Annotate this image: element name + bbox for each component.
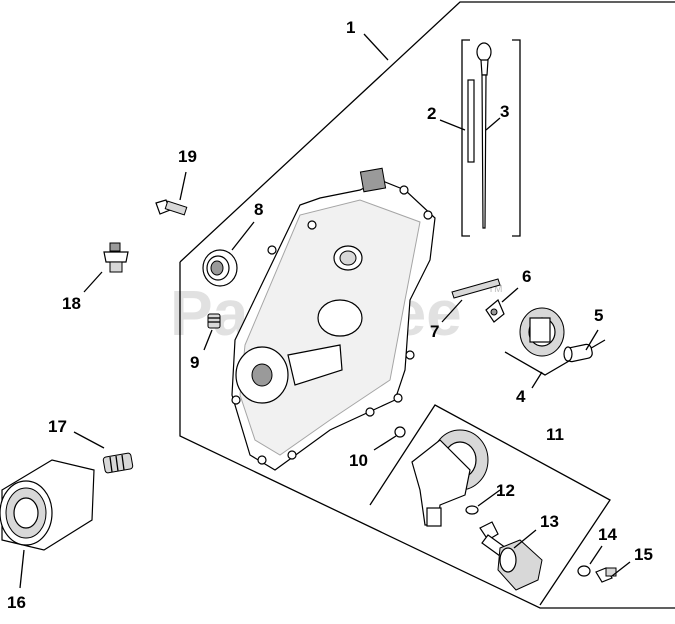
callout-15: 15	[634, 545, 653, 564]
leader-8	[231, 221, 255, 251]
callout-16: 16	[7, 593, 26, 612]
leader-17	[73, 431, 105, 449]
leader-1	[363, 33, 389, 61]
o-ring-12	[465, 505, 479, 515]
oil-filter	[0, 459, 95, 551]
screw-15	[595, 567, 617, 583]
leader-5	[585, 329, 599, 351]
dipstick-handle	[476, 42, 492, 62]
callout-18: 18	[62, 294, 81, 313]
pipe-plug	[207, 313, 221, 329]
leader-9	[203, 329, 213, 351]
callout-6: 6	[522, 267, 531, 286]
group-outline-crankcase-lower	[179, 262, 675, 609]
washer-14	[577, 565, 591, 577]
dipstick-tube	[467, 79, 475, 163]
leader-13	[513, 529, 537, 549]
callout-8: 8	[254, 200, 263, 219]
callout-11: 11	[546, 425, 564, 444]
leader-10	[373, 435, 397, 451]
dipstick-neck	[480, 59, 489, 76]
oil-pickup	[479, 521, 543, 591]
callout-19: 19	[178, 147, 197, 166]
callout-4: 4	[516, 387, 526, 406]
dipstick-bracket-right	[512, 39, 521, 237]
callout-3: 3	[500, 102, 509, 121]
leader-7	[441, 299, 463, 323]
leader-2	[439, 119, 466, 131]
callout-1: 1	[346, 18, 355, 37]
leader-6	[501, 287, 519, 303]
group-outline-crankcase	[179, 1, 675, 263]
callout-7: 7	[430, 322, 439, 341]
callout-13: 13	[540, 512, 559, 531]
group-outline-oil-pump	[369, 404, 611, 606]
callout-14: 14	[598, 525, 617, 544]
callout-9: 9	[190, 353, 199, 372]
callout-17: 17	[48, 417, 67, 436]
watermark-trademark: TM	[488, 284, 502, 295]
leader-4	[531, 371, 543, 389]
dipstick-blade	[481, 74, 487, 229]
screw-19	[155, 199, 188, 216]
leader-19	[179, 171, 187, 201]
governor-shaft	[563, 343, 593, 363]
oil-pressure-switch	[103, 242, 129, 273]
leader-18	[83, 271, 103, 293]
leader-15	[611, 561, 631, 577]
leader-3	[485, 117, 501, 131]
o-ring-10	[394, 426, 406, 438]
dipstick-bracket	[461, 39, 470, 237]
leader-16	[19, 549, 25, 589]
leader-12	[477, 489, 501, 507]
leader-14	[589, 545, 603, 565]
governor-gear	[519, 307, 565, 357]
oil-seal	[202, 249, 238, 287]
oil-pump-assembly	[411, 429, 489, 527]
callout-5: 5	[594, 306, 603, 325]
oil-filter-nipple	[102, 452, 134, 474]
callout-10: 10	[349, 451, 368, 470]
callout-2: 2	[427, 104, 436, 123]
crankcase-cover	[231, 167, 436, 471]
washer-6	[485, 299, 505, 323]
callout-12: 12	[496, 481, 515, 500]
pin	[451, 278, 501, 299]
